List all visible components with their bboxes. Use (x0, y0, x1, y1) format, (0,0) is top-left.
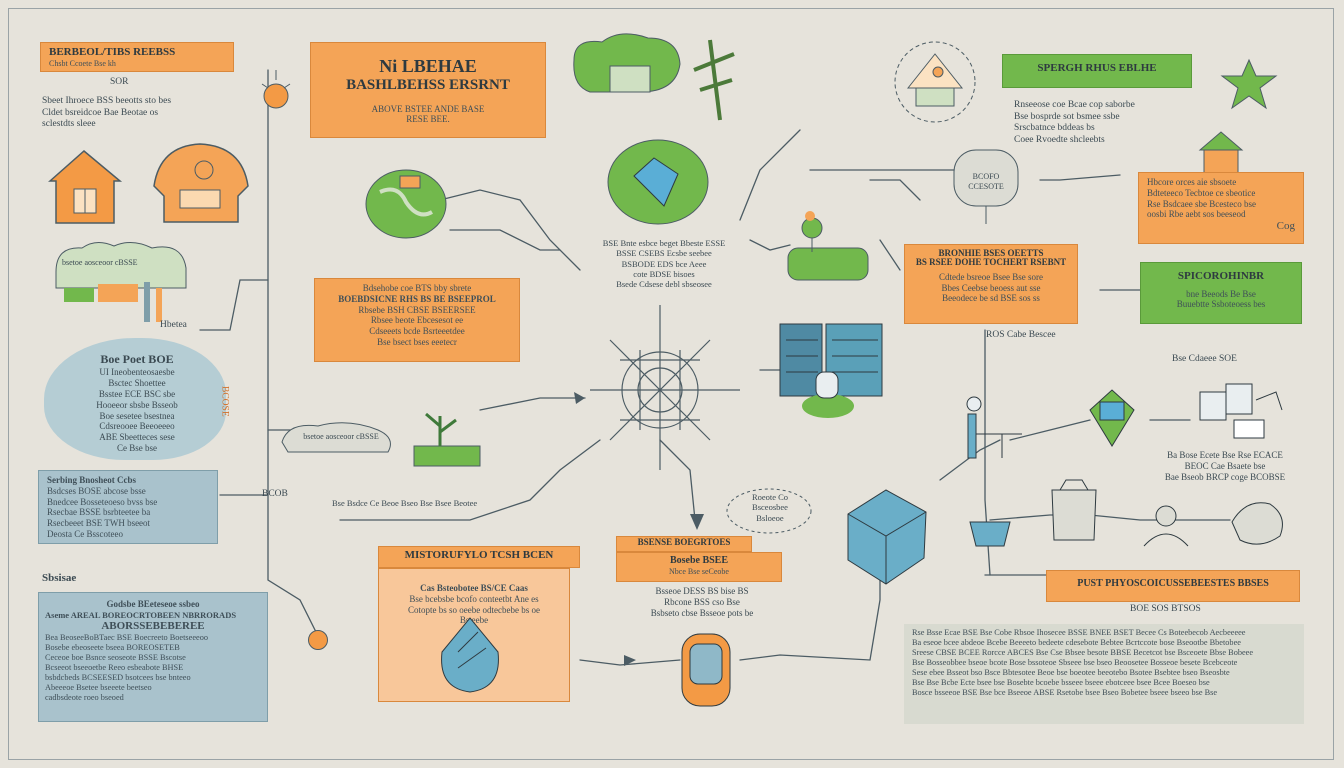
center-note: Roeote Co Bsceosbee Bsloeoe (751, 492, 789, 523)
main-title-sub1: ABOVE BSTEE ANDE BASE (371, 103, 485, 114)
left-side-label: BCOSE (219, 386, 230, 417)
left-blob-text: Boe Poet BOE UI Ineobenteosaesbe Bsctec … (96, 352, 178, 454)
globe-icon (365, 169, 447, 239)
solar-panel-icon (779, 323, 883, 418)
center-orange-note: ROS Cabe Bescee (986, 330, 1056, 340)
jar-icon (1051, 479, 1097, 541)
left-tree-caption: Hbetea (160, 320, 187, 330)
factory-cloud-icon (55, 242, 187, 322)
main-title-sub2: RESE BEE. (406, 114, 450, 125)
top-left-header-note: Chsbt Ccoete Bse kh (49, 58, 116, 68)
bottom-center-right-title-box: BSENSE BOEGRTOES (616, 536, 752, 552)
sprout-icon (413, 412, 481, 467)
left-info-blob (44, 338, 226, 460)
main-title-line2: BASHLBEHSS ERSRNT (346, 76, 510, 93)
house-icon-2 (153, 143, 249, 223)
left-node-label: BCOB (262, 489, 288, 499)
star-icon (1220, 58, 1278, 110)
left-tree-label: bsetoe aosceoor cBSSE (62, 258, 138, 267)
cube-icon (847, 489, 927, 585)
lightbulb-icon (261, 70, 291, 109)
bottom-center-left-header: MISTORUFYLO TCSH BCEN (378, 546, 580, 568)
left-small-label: Sbsisae (42, 572, 77, 584)
lamp-icon (966, 396, 1022, 459)
house-icon (48, 150, 123, 224)
top-left-sub: SOR (110, 77, 129, 87)
bottom-right-text-block: Rse Bsse Ecae BSE Bse Cobe Rbsoe Ihosece… (904, 624, 1304, 724)
top-left-header: BERBEOL/TIBS REEBSS (49, 46, 176, 58)
poster-frame (8, 8, 1334, 760)
tool-icon (1231, 502, 1283, 545)
node-circle-icon (953, 149, 1019, 224)
battery-icon (681, 633, 731, 707)
title-box: Ni LBEHAE BASHLBEHSS ERSRNT ABOVE BSTEE … (310, 42, 546, 138)
right-icon-caption: Ba Bose Ecete Bse Rse ECACE BEOC Cae Bsa… (1164, 450, 1286, 482)
top-right-banner: SPERGH RHUS EBLHE (1002, 54, 1192, 88)
left-orange-mid-box: Bdsehobe coe BTS bby sbrete BOEBDSICNE R… (314, 278, 520, 362)
node-dot-icon (308, 630, 328, 650)
bottom-right-sub: BOE SOS BTSOS (1130, 604, 1201, 614)
diamond-icon (1089, 389, 1135, 447)
bowl-icon (969, 521, 1011, 547)
circle-icon-text: BCOFO CCESOTE (968, 172, 1004, 191)
bottom-right-banner: PUST PHYOSCOICUSSEBEESTES BBSES (1046, 570, 1300, 602)
main-title-line1: Ni LBEHAE (379, 56, 477, 76)
cloud-icon (281, 422, 391, 453)
water-drop-icon (441, 617, 499, 693)
mid-arrow-label: Bse Bsdce Ce Beoe Bseo Bse Bsee Beotee (332, 498, 478, 508)
person-icon (1143, 505, 1189, 547)
left-bottom-box: Godsbe BEeteseoe ssbeo Aseme AREAL BOREO… (38, 592, 268, 722)
top-left-header-box: BERBEOL/TIBS REEBSS Chsbt Ccoete Bse kh (40, 42, 234, 72)
top-right-body: Rnseeose coe Bcae cop saborbe Bse bosprd… (1014, 100, 1135, 145)
home-circle-icon (894, 41, 976, 123)
top-left-body: Sbeet Ihroece BSS beeotts sto bes Cldet … (42, 96, 172, 130)
earth-icon (607, 139, 709, 225)
center-orange-box: BRONHIE BSES OEETTS BS RSEE DOHE TOCHERT… (904, 244, 1078, 324)
center-caption: BSE Bnte esbce beget Bbeste ESSE BSSE CS… (602, 238, 726, 290)
right-orange-box: Hbcore orces aie sbsoete Bdteteeco Tecbt… (1138, 172, 1304, 244)
right-small-label: Bse Cdaeee SOE (1172, 354, 1237, 364)
radial-diagram (590, 305, 740, 470)
bottom-center-right-header: Bosebe BSEE Nbce Bse seCeobe (616, 552, 782, 582)
tree-icon (573, 33, 735, 121)
cloud-text: bsetoe aosceoor cBSSE (303, 432, 379, 441)
green-mid-box: SPICOROHINBR bne Beeods Be Bse Buuebtte … (1140, 262, 1302, 324)
hut-icon (1198, 131, 1244, 175)
note-cloud-icon (726, 488, 812, 534)
device-icon (1199, 383, 1283, 439)
plant-icon (787, 211, 869, 281)
left-blue-box: Serbing Bnosheot Ccbs Bsdcses BOSE abcos… (38, 470, 218, 544)
bottom-center-right-body: Bsseoe DESS BS bise BS Rbcone BSS cso Bs… (650, 586, 754, 618)
